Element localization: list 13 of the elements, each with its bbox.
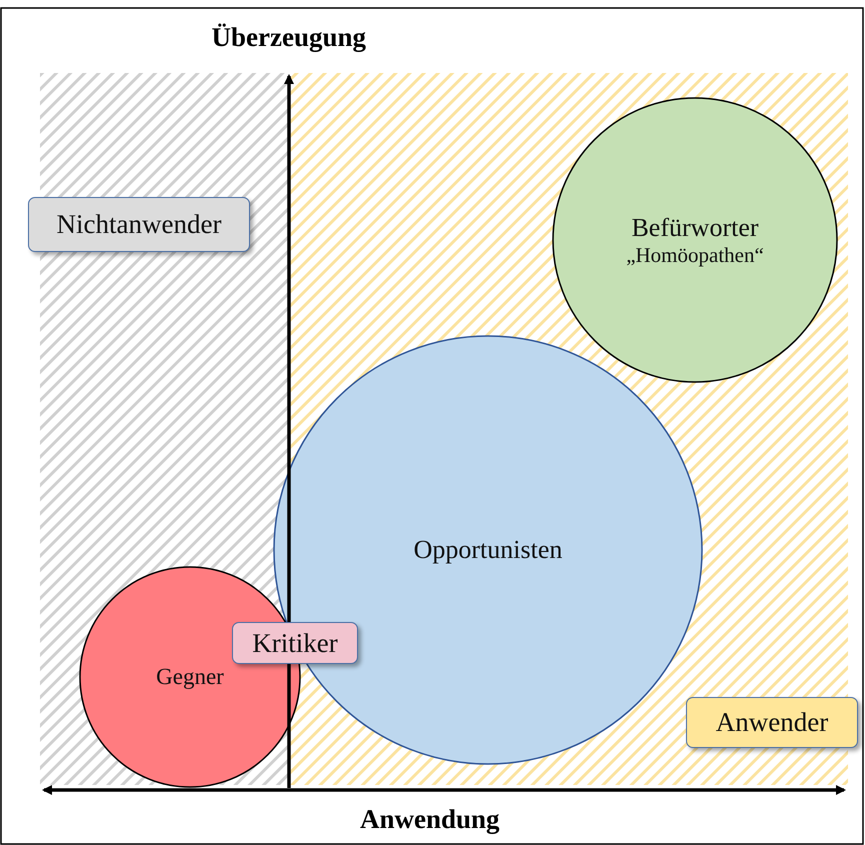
category-box [28,197,250,252]
axis-label: Überzeugung [212,22,366,53]
category-box [232,622,358,664]
node-label: Gegner [156,664,224,690]
node-label: Anwender [716,707,828,738]
group-circle [552,97,838,383]
node-label: Befürworter [631,212,759,242]
node-label: Nichtanwender [56,209,222,240]
axis-label: Anwendung [360,804,500,835]
node-label: Opportunisten [414,535,562,565]
category-box [686,697,858,748]
node-subtitle: „Homöopathen“ [626,242,764,268]
node-label: Kritiker [252,628,338,658]
